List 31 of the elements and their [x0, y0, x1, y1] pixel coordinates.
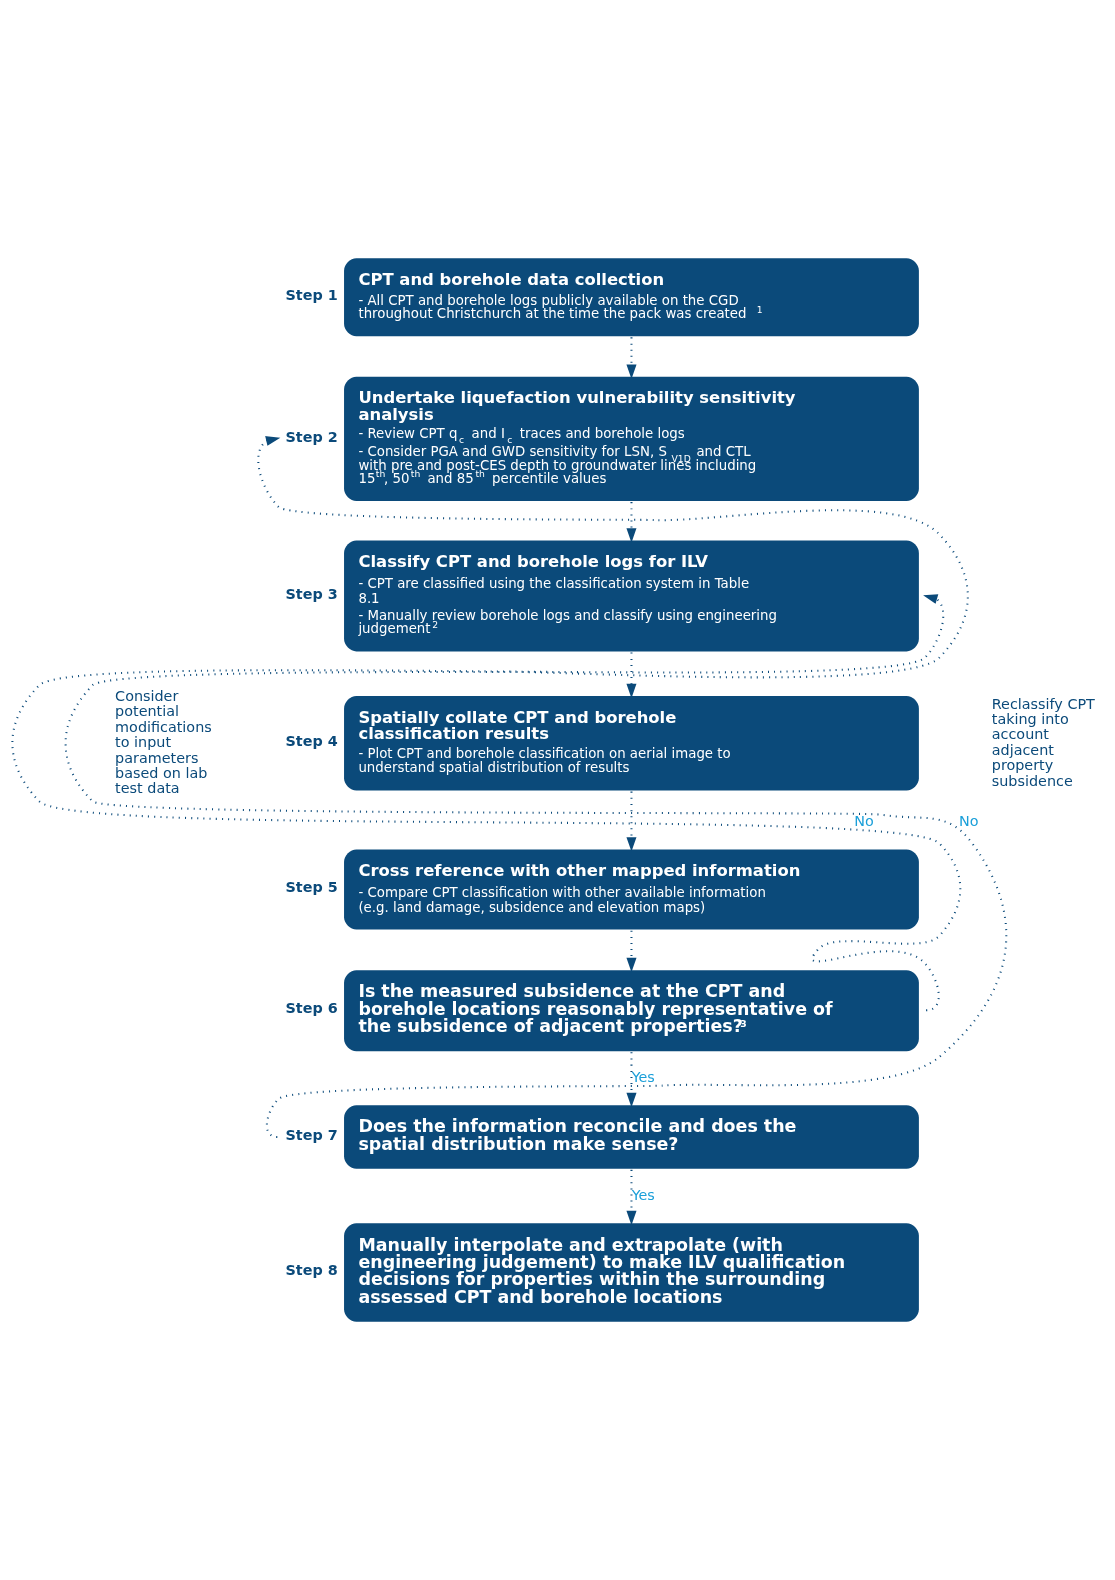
node-label: Step 6	[285, 1000, 338, 1017]
node-label: Step 7	[285, 1126, 338, 1143]
arrow	[626, 1052, 637, 1108]
node-box: Spatially collate CPT and borehole classification results - Plot CPT and borehole classification on aerial image to understand spatial distribution of results	[344, 696, 919, 791]
edge-label: Yes	[631, 1186, 655, 1203]
node-box: CPT and borehole data collection - All CPT and borehole logs publicly available on the CGD throughout Christchurch at the time the pack was created$^{1}$	[344, 258, 919, 337]
arrow	[626, 337, 637, 379]
node-label: Step 5	[285, 879, 338, 896]
arrow	[64, 436, 1008, 1138]
node-box: Does the information reconcile and does the spatial distribution make sense?	[344, 1105, 919, 1169]
node-label: Step 2	[285, 428, 338, 445]
node-box: Classify CPT and borehole logs for ILV - CPT are classified using the classification system in Table 8.1 - Manually review borehole logs and classify using engineering judgement$^{2}$	[344, 540, 919, 652]
node-label: Step 8	[285, 1262, 338, 1279]
edge-label: No	[958, 813, 979, 830]
arrow	[626, 1169, 637, 1226]
edge-label: No	[854, 813, 874, 830]
node-label: Step 1	[285, 287, 338, 304]
arrow	[11, 594, 961, 1011]
label: Reclassify CPT taking into account adjacent property subsidence	[991, 695, 1095, 789]
node-label: Step 4	[285, 733, 338, 750]
arrow	[626, 652, 637, 699]
label: Consider potential modifications to input parameters based on lab test data	[115, 687, 212, 797]
arrow	[626, 502, 637, 543]
node-box: Cross reference with other mapped information - Compare CPT classification with other available information (e.g. land damage, subsidence and elevation maps)	[344, 849, 919, 930]
edge-label: Yes	[631, 1068, 655, 1085]
node-box: Undertake liquefaction vulnerability sensitivity analysis - Review CPT q$_{c}$ and I$_{c}$ traces and borehole logs - Consider PGA and GWD sensitivity for LSN, S$_{V1D}$ and CTL with pre and post-CES depth to groundwater lines including 15$^{th}$, 50$^{th}$ and 85$^{th}$ percentile values	[344, 376, 919, 502]
arrow	[626, 791, 637, 852]
node-label: Step 3	[285, 585, 338, 602]
arrow	[626, 930, 637, 973]
node-box: Is the measured subsidence at the CPT and borehole locations reasonably representative of the subsidence of adjacent properties?$^{3}$	[344, 970, 919, 1052]
node-box: Manually interpolate and extrapolate (with engineering judgement) to make ILV qualification decisions for properties within the surrounding assessed CPT and borehole locations	[344, 1223, 919, 1322]
